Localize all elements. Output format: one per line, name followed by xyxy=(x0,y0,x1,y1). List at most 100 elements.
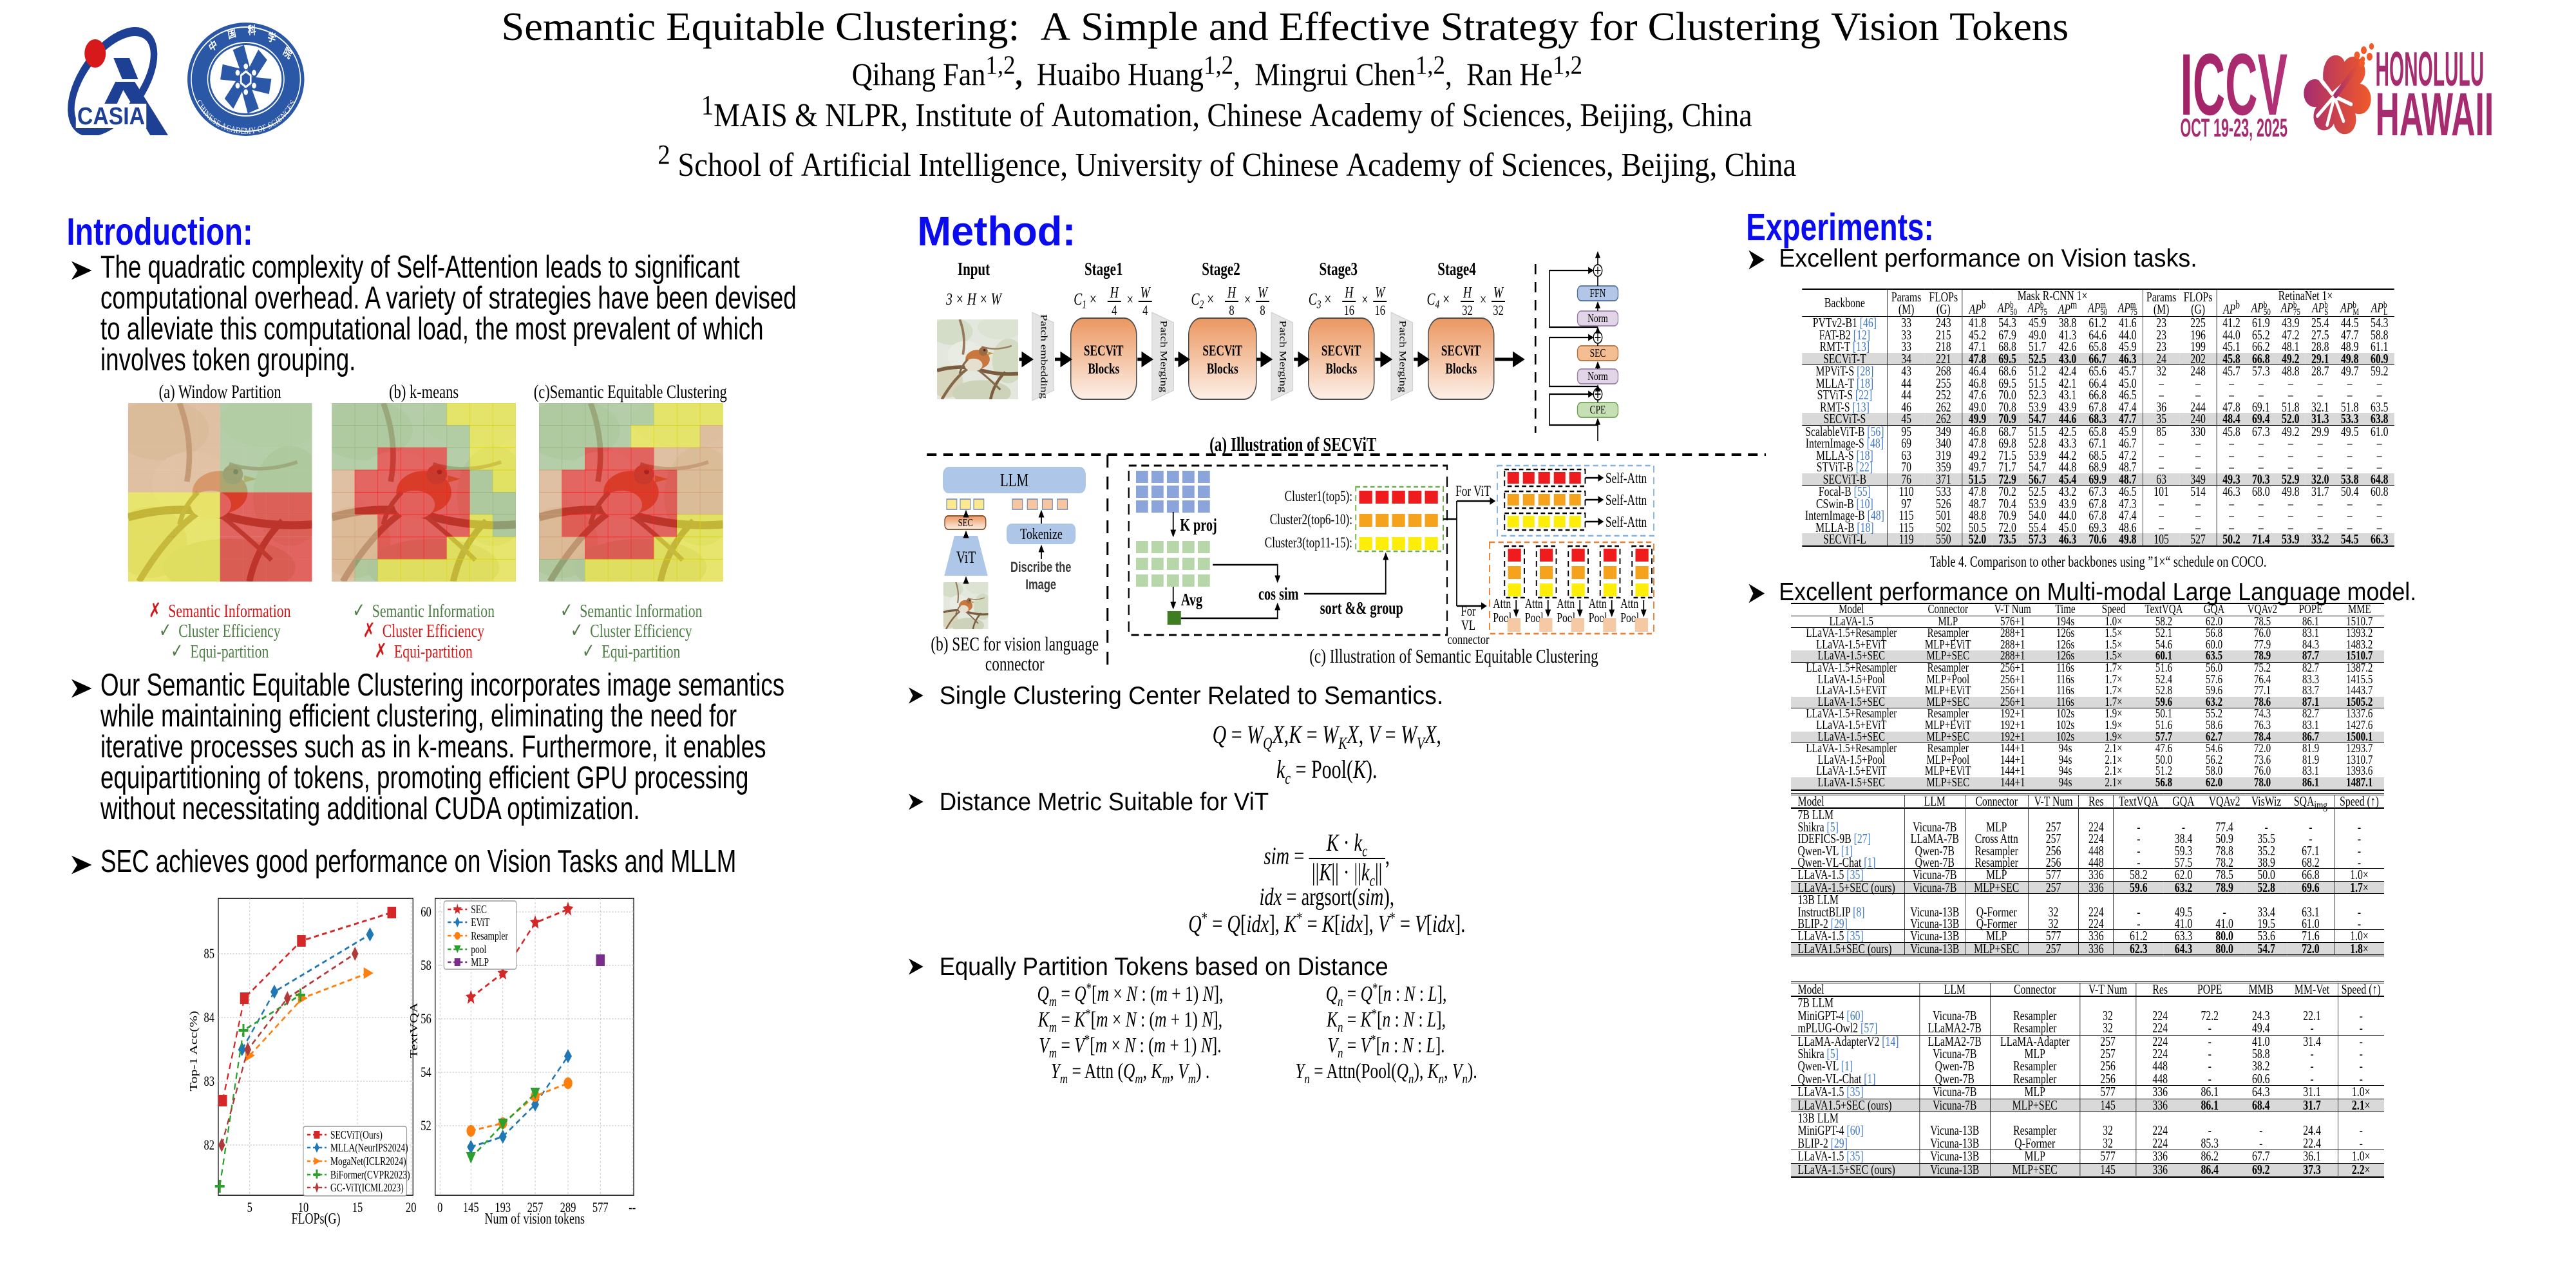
svg-text:Pool: Pool xyxy=(1557,611,1575,626)
svg-text:Input: Input xyxy=(958,260,990,279)
svg-text:20: 20 xyxy=(406,1200,416,1216)
svg-text:Self-Attn: Self-Attn xyxy=(1605,515,1647,531)
svg-text:Patch embedding: Patch embedding xyxy=(1039,314,1049,399)
svg-text:SECViT: SECViT xyxy=(1202,343,1242,359)
svg-text:C4 ×: C4 × xyxy=(1427,290,1450,311)
svg-text:FLOPs(G): FLOPs(G) xyxy=(292,1210,341,1227)
svg-text:sort && group: sort && group xyxy=(1320,599,1403,618)
svg-text:84: 84 xyxy=(204,1010,215,1026)
svg-text:cos sim: cos sim xyxy=(1258,585,1299,603)
svg-text:SECViT: SECViT xyxy=(1441,343,1481,359)
svg-text:Norm: Norm xyxy=(1587,370,1608,383)
svg-text:83: 83 xyxy=(204,1074,214,1090)
svg-text:8: 8 xyxy=(1260,303,1265,319)
svg-text:Top-1 Acc(%): Top-1 Acc(%) xyxy=(188,1011,200,1092)
svg-text:C1 ×: C1 × xyxy=(1074,290,1097,311)
svg-text:K proj: K proj xyxy=(1180,516,1217,535)
svg-text:W: W xyxy=(1141,284,1151,301)
svg-text:(a) Illustration of SECViT: (a) Illustration of SECViT xyxy=(1209,433,1376,455)
svg-text:Pool: Pool xyxy=(1525,611,1544,626)
svg-text:58: 58 xyxy=(421,958,431,974)
svg-text:Discribe the: Discribe the xyxy=(1010,560,1072,576)
svg-text:Attn: Attn xyxy=(1557,596,1575,612)
svg-text:FFN: FFN xyxy=(1590,287,1606,299)
svg-text:MLP: MLP xyxy=(471,956,489,969)
svg-text:289: 289 xyxy=(560,1200,576,1216)
svg-text:SEC: SEC xyxy=(958,517,973,529)
svg-text:×: × xyxy=(1480,291,1486,308)
svg-text:H: H xyxy=(1110,284,1119,301)
svg-text:Blocks: Blocks xyxy=(1325,361,1357,377)
svg-text:10: 10 xyxy=(298,1200,308,1216)
svg-text:HONOLULU: HONOLULU xyxy=(2376,43,2485,97)
svg-text:54: 54 xyxy=(421,1065,431,1081)
svg-text:SEC: SEC xyxy=(471,904,487,916)
svg-text:16: 16 xyxy=(1344,303,1355,319)
svg-text:Pool: Pool xyxy=(1589,611,1607,626)
svg-text:145: 145 xyxy=(463,1200,479,1216)
svg-text:Patch Merging: Patch Merging xyxy=(1397,321,1408,393)
svg-text:Cluster2(top6-10):: Cluster2(top6-10): xyxy=(1270,512,1352,528)
svg-text:国: 国 xyxy=(227,27,237,42)
svg-text:4: 4 xyxy=(1142,303,1148,319)
svg-text:H: H xyxy=(1227,284,1236,301)
svg-text:×: × xyxy=(1244,291,1251,308)
svg-text:15: 15 xyxy=(352,1200,363,1216)
svg-text:52: 52 xyxy=(421,1119,431,1134)
svg-text:Patch Merging: Patch Merging xyxy=(1159,321,1169,393)
svg-text:3 × H × W: 3 × H × W xyxy=(945,290,1002,308)
svg-text:CPE: CPE xyxy=(1590,404,1606,416)
svg-text:H: H xyxy=(1344,284,1354,301)
svg-text:Pool: Pool xyxy=(1620,611,1639,626)
svg-text:SECViT: SECViT xyxy=(1321,343,1361,359)
svg-text:Attn: Attn xyxy=(1525,596,1543,612)
svg-text:W: W xyxy=(1493,284,1504,301)
svg-text:connector: connector xyxy=(985,653,1045,673)
svg-text:GC-ViT(ICML2023): GC-ViT(ICML2023) xyxy=(330,1182,404,1194)
svg-text:LLM: LLM xyxy=(1000,471,1028,491)
svg-text:×: × xyxy=(1361,291,1368,308)
svg-text:Stage1: Stage1 xyxy=(1084,260,1122,279)
svg-text:Self-Attn: Self-Attn xyxy=(1605,493,1647,509)
svg-text:SECViT(Ours): SECViT(Ours) xyxy=(330,1129,383,1141)
svg-text:Blocks: Blocks xyxy=(1207,361,1238,377)
svg-text:16: 16 xyxy=(1375,303,1386,319)
svg-text:60: 60 xyxy=(421,905,431,920)
svg-text:W: W xyxy=(1375,284,1386,301)
svg-text:C2 ×: C2 × xyxy=(1191,290,1215,311)
svg-text:32: 32 xyxy=(1493,303,1503,319)
svg-text:Tokenize: Tokenize xyxy=(1020,526,1063,543)
svg-text:connector: connector xyxy=(1447,632,1489,648)
svg-text:8: 8 xyxy=(1229,303,1234,319)
svg-text:5: 5 xyxy=(247,1200,252,1216)
svg-text:×: × xyxy=(1127,291,1133,308)
svg-text:Resampler: Resampler xyxy=(471,930,508,942)
svg-text:SECViT: SECViT xyxy=(1084,343,1124,359)
svg-text:Image: Image xyxy=(1025,577,1056,593)
svg-text:Stage4: Stage4 xyxy=(1437,260,1475,279)
svg-text:Stage2: Stage2 xyxy=(1202,260,1240,279)
svg-text:Attn: Attn xyxy=(1493,596,1511,612)
svg-text:(c) Illustration of Semantic E: (c) Illustration of Semantic Equitable C… xyxy=(1309,645,1598,667)
svg-text:193: 193 xyxy=(495,1200,511,1216)
svg-text:Blocks: Blocks xyxy=(1088,361,1119,377)
svg-text:Stage3: Stage3 xyxy=(1320,260,1358,279)
svg-text:85: 85 xyxy=(204,947,214,962)
svg-text:Num of vision tokens: Num of vision tokens xyxy=(485,1210,585,1227)
svg-text:Pool: Pool xyxy=(1493,611,1511,626)
svg-text:VL: VL xyxy=(1461,618,1475,634)
svg-text:Cluster1(top5):: Cluster1(top5): xyxy=(1285,489,1352,505)
svg-text:MLLA(NeurIPS2024): MLLA(NeurIPS2024) xyxy=(330,1142,408,1154)
svg-text:(b) SEC for vision language: (b) SEC for vision language xyxy=(931,633,1099,655)
svg-text:pool: pool xyxy=(471,943,486,956)
svg-text:Attn: Attn xyxy=(1620,596,1638,612)
svg-text:For ViT: For ViT xyxy=(1455,484,1491,500)
svg-text:--: -- xyxy=(629,1200,636,1216)
svg-text:OCT 19-23, 2025: OCT 19-23, 2025 xyxy=(2181,114,2288,142)
svg-text:32: 32 xyxy=(1462,303,1472,319)
svg-text:56: 56 xyxy=(421,1012,431,1027)
svg-text:学: 学 xyxy=(267,30,277,46)
svg-text:HAWAII: HAWAII xyxy=(2376,80,2494,145)
svg-text:MogaNet(ICLR2024): MogaNet(ICLR2024) xyxy=(330,1155,406,1168)
svg-text:ViT: ViT xyxy=(956,548,976,566)
